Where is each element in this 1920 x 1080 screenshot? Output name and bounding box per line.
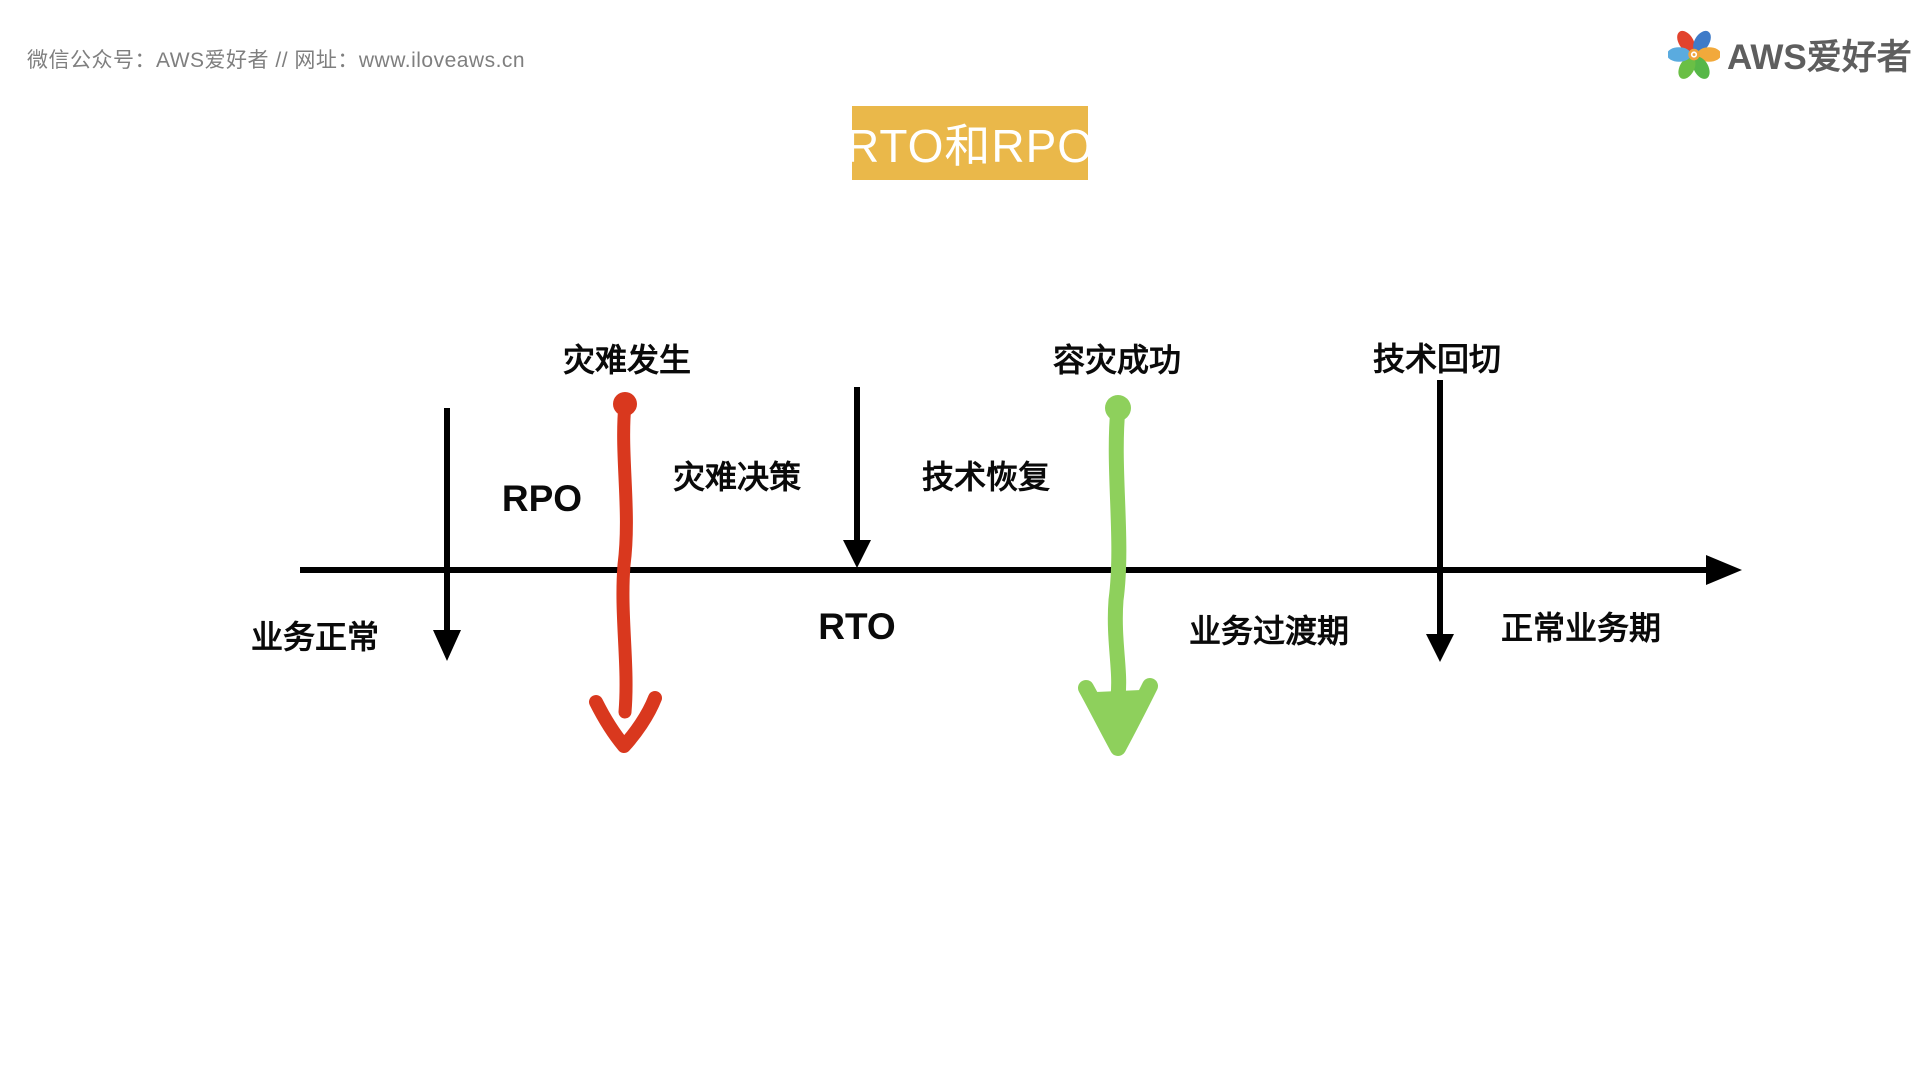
phase-label-rpo: RPO [501, 478, 583, 519]
time-axis-arrowhead-icon [1706, 555, 1742, 585]
wechat-tagline: 微信公众号：AWS爱好者 // 网址：www.iloveaws.cn [27, 49, 526, 72]
flower-logo-icon [1666, 24, 1722, 84]
event-label-disaster: 灾难发生 [562, 342, 692, 378]
event-label-failover-success: 容灾成功 [1052, 342, 1182, 378]
page-title: RTO和RPO [846, 106, 1093, 180]
phase-label-tech-recovery: 技术恢复 [921, 459, 1051, 495]
marker-business-normal-arrowhead-icon [433, 630, 461, 661]
page-title-text: RTO和RPO [845, 120, 1095, 172]
disaster-red-arrow-icon [589, 392, 662, 753]
failover-success-green-arrow-icon [1078, 395, 1158, 756]
phase-label-business-normal: 业务正常 [250, 619, 380, 655]
event-label-switch-back: 技术回切 [1372, 341, 1502, 377]
phase-label-rto: RTO [818, 606, 896, 647]
brand-name: AWS爱好者 [1727, 37, 1912, 77]
marker-switch-back-arrowhead-icon [1426, 634, 1454, 662]
phase-label-disaster-decision: 灾难决策 [672, 459, 802, 495]
phase-label-business-transition: 业务过渡期 [1188, 613, 1350, 649]
phase-label-normal-business-period: 正常业务期 [1500, 610, 1662, 646]
marker-decision-arrowhead-icon [843, 540, 871, 568]
brand-logo: AWS爱好者 [1666, 24, 1912, 84]
